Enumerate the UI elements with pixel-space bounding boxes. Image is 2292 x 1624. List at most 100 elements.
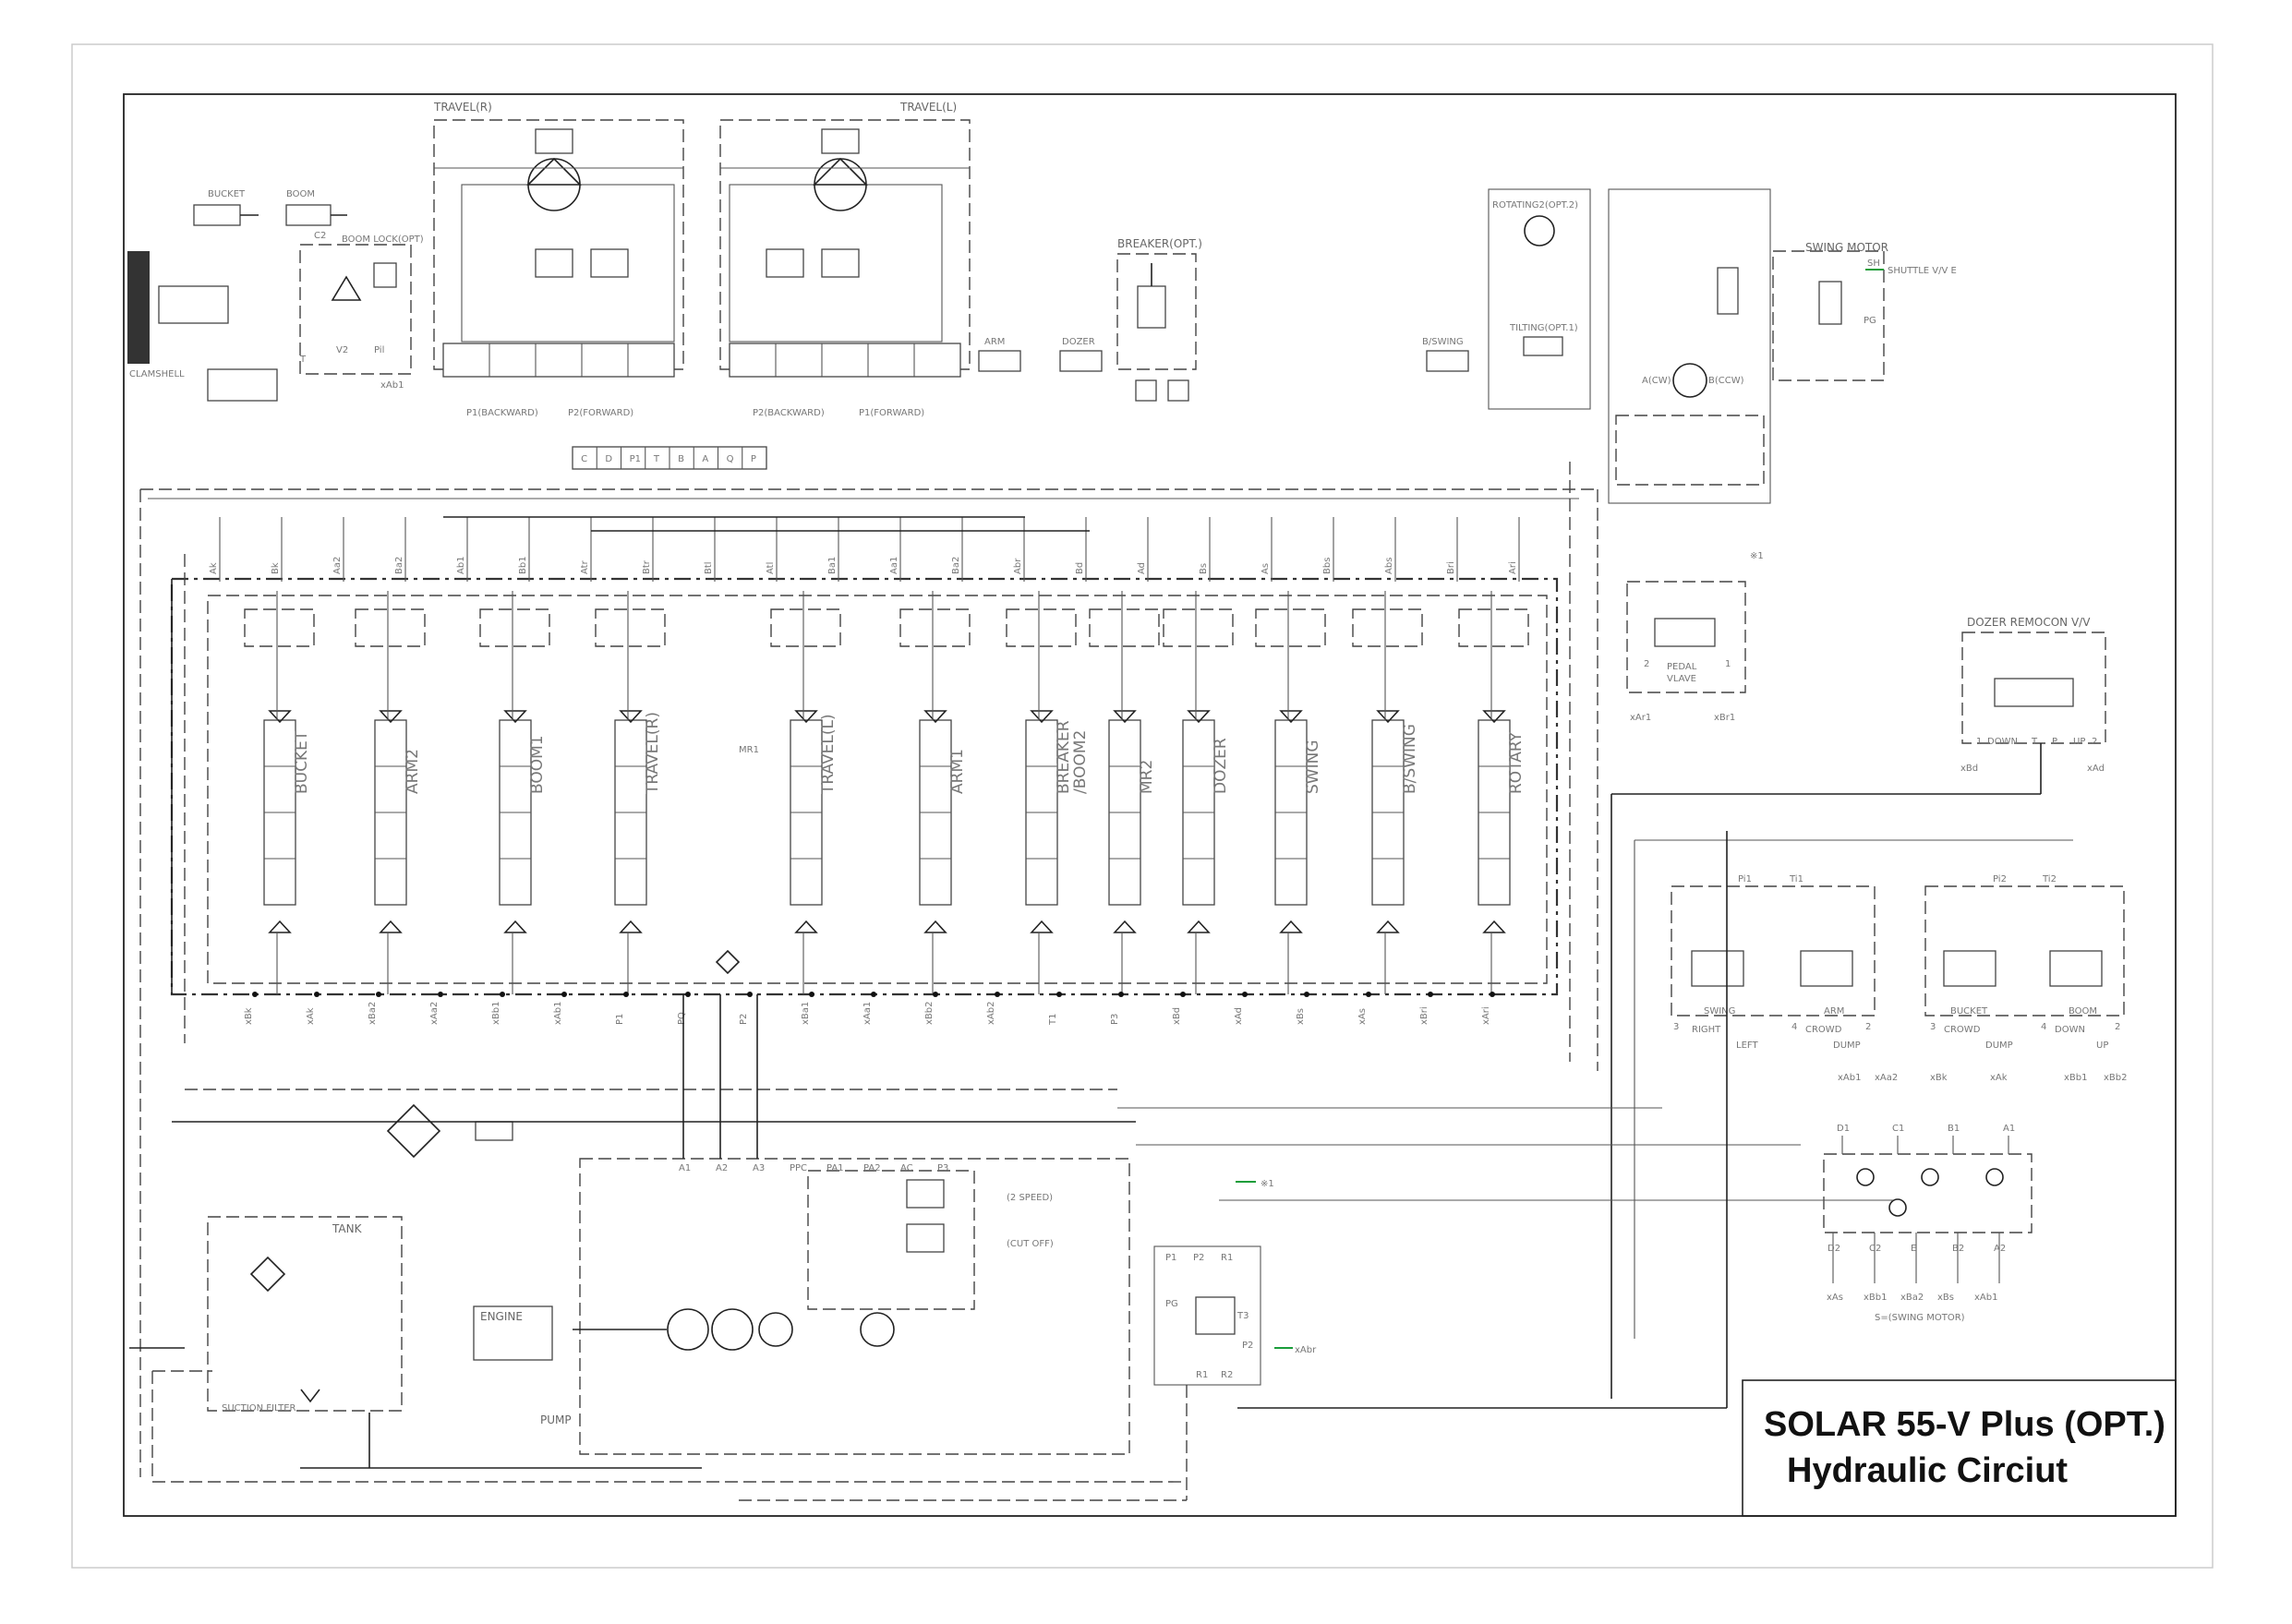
pilot-signal-xabr: xAbr bbox=[1295, 1345, 1317, 1355]
shuttle-signal-2: xBa2 bbox=[1900, 1293, 1924, 1303]
bswing-cyl-label: B/SWING bbox=[1422, 337, 1464, 347]
cv-section-label-6-1: /BOOM2 bbox=[1071, 730, 1090, 794]
cv-top-port-7: Btr bbox=[642, 559, 652, 574]
swivel-port-2: P1 bbox=[630, 454, 641, 464]
swing-motor-label: SWING MOTOR bbox=[1805, 241, 1888, 254]
arm-cyl-label: ARM bbox=[984, 337, 1005, 347]
pilot-port-1: P2 bbox=[1193, 1253, 1204, 1263]
cv-bottom-port-10: xAa1 bbox=[863, 1002, 873, 1025]
rcv-right-2: 2 bbox=[2115, 1022, 2120, 1032]
cv-top-port-2: Aa2 bbox=[332, 557, 343, 574]
cv-section-2: BOOM1 bbox=[479, 591, 550, 994]
cv-bottom-port-16: xAd bbox=[1234, 1007, 1244, 1025]
rcv-left-3: 3 bbox=[1673, 1022, 1679, 1032]
pedal-port-2: 2 bbox=[1644, 659, 1649, 669]
boom-lock-label: BOOM LOCK(OPT) bbox=[342, 235, 424, 245]
cv-bottom-port-1: xAk bbox=[306, 1007, 316, 1025]
tank-label: TANK bbox=[332, 1222, 363, 1235]
pilot-port-4: T3 bbox=[1236, 1311, 1249, 1321]
rcv-right-sig-3: xBb1 bbox=[2064, 1073, 2088, 1083]
swivel-port-5: A bbox=[702, 454, 708, 464]
dozer-remocon-port-2: 2 bbox=[2092, 737, 2097, 747]
cv-section-label-6: BREAKER bbox=[1055, 720, 1073, 794]
pump-port-7: P3 bbox=[937, 1163, 948, 1173]
rotating-label: ROTATING2(OPT.2) bbox=[1492, 200, 1578, 211]
pump-label: PUMP bbox=[540, 1413, 572, 1426]
dozer-remocon-port-down: DOWN bbox=[1987, 737, 2018, 747]
cv-section-label-9: SWING bbox=[1304, 740, 1322, 794]
cv-section-label-8: DOZER bbox=[1212, 738, 1230, 794]
cv-top-port-0: Ak bbox=[209, 562, 219, 574]
cv-section-6: BREAKER/BOOM2 bbox=[1006, 591, 1090, 994]
shuttle-top-port-2: B1 bbox=[1948, 1124, 1960, 1134]
cv-top-port-1: Bk bbox=[271, 562, 281, 574]
cv-bottom-port-2: xBa2 bbox=[368, 1002, 378, 1025]
pilot-port-2: R1 bbox=[1221, 1253, 1233, 1263]
cv-section-9: SWING bbox=[1255, 591, 1326, 994]
rcv-left-crowd: CROWD bbox=[1805, 1025, 1842, 1035]
bucket-cyl-label: BUCKET bbox=[208, 189, 246, 199]
cut-off-note: (CUT OFF) bbox=[1007, 1239, 1054, 1249]
cv-top-port-13: Abr bbox=[1013, 558, 1023, 574]
rcv-left-sig-2: xAa2 bbox=[1875, 1073, 1898, 1083]
swivel-port-4: B bbox=[678, 454, 684, 464]
tank-group: TANK SUCTION FILTER bbox=[207, 1103, 513, 1413]
cv-top-port-8: Btl bbox=[704, 561, 714, 574]
cv-top-port-10: Ba1 bbox=[827, 557, 838, 574]
swivel-port-0: C bbox=[581, 454, 587, 464]
rcv-right-up: UP bbox=[2096, 1041, 2108, 1051]
upper-piping bbox=[139, 462, 2073, 1477]
boom-cyl-label: BOOM bbox=[286, 189, 315, 199]
cv-bottom-port-7: PQ bbox=[677, 1012, 687, 1025]
cv-top-port-14: Bd bbox=[1075, 562, 1085, 574]
shuttle-bottom-port-0: D2 bbox=[1828, 1244, 1840, 1254]
cv-top-port-19: Abs bbox=[1384, 558, 1394, 574]
breaker-label: BREAKER(OPT.) bbox=[1117, 237, 1202, 250]
cv-bottom-port-12: xAb2 bbox=[986, 1002, 996, 1025]
title-block: SOLAR 55-V Plus (OPT.) Hydraulic Circiut bbox=[1742, 1379, 2177, 1517]
clamshell-label: CLAMSHELL bbox=[129, 369, 185, 379]
dozer-cyl-label: DOZER bbox=[1062, 337, 1095, 347]
shuttle-signal-4: xAb1 bbox=[1974, 1293, 1997, 1303]
dozer-remocon-valve: DOZER REMOCON V/V 1 DOWN T P UP 2 xBd xA… bbox=[1960, 616, 2106, 774]
cv-bottom-port-11: xBb2 bbox=[924, 1002, 935, 1026]
shuttle-bottom-port-1: C2 bbox=[1869, 1244, 1881, 1254]
shuttle-top-port-1: C1 bbox=[1892, 1124, 1904, 1134]
cv-section-label-2: BOOM1 bbox=[528, 735, 547, 794]
rcv-right-bucket: BUCKET bbox=[1950, 1006, 1988, 1017]
pilot-port-6: R2 bbox=[1221, 1370, 1233, 1380]
travel-r-port-2: P2(FORWARD) bbox=[568, 408, 633, 418]
cv-bottom-port-20: xAri bbox=[1481, 1006, 1491, 1025]
cv-section-0: BUCKET bbox=[244, 591, 315, 994]
pedal-signal-b: xBr1 bbox=[1714, 713, 1735, 723]
cv-section-label-3: TRAVEL(R) bbox=[644, 712, 662, 795]
cv-section-label-7: MR2 bbox=[1138, 760, 1156, 794]
pump-port-5: PA2 bbox=[863, 1163, 881, 1173]
cv-section-label-11: ROTARY bbox=[1507, 731, 1526, 794]
cv-bottom-port-9: xBa1 bbox=[801, 1002, 811, 1025]
shuttle-signal-1: xBb1 bbox=[1864, 1293, 1888, 1303]
boom-lock-port-c2: C2 bbox=[314, 231, 326, 241]
rcv-right-dump: DUMP bbox=[1985, 1041, 2013, 1051]
cv-top-port-11: Aa1 bbox=[889, 557, 899, 574]
cv-section-3: TRAVEL(R) bbox=[595, 591, 666, 994]
cv-top-port-17: As bbox=[1261, 563, 1271, 574]
tilting-label: TILTING(OPT.1) bbox=[1509, 323, 1578, 333]
shuttle-signal-0: xAs bbox=[1827, 1293, 1843, 1303]
pedal-valve-label-2: VLAVE bbox=[1667, 674, 1696, 684]
rcv-right: BUCKET BOOM Pi2 Ti2 3 CROWD DUMP 4 DOWN … bbox=[1924, 874, 2128, 1083]
pilot-port-5: R1 bbox=[1196, 1370, 1208, 1380]
shuttle-note: S=(SWING MOTOR) bbox=[1875, 1313, 1965, 1323]
cv-top-port-12: Ba2 bbox=[951, 557, 961, 574]
outer-page-border bbox=[71, 43, 2214, 1569]
pedal-port-1: 1 bbox=[1725, 659, 1731, 669]
rcv-left: SWING ARM Pi1 Ti1 3 RIGHT LEFT 4 CROWD 2… bbox=[1671, 874, 1898, 1083]
cv-section-label-10: B/SWING bbox=[1401, 724, 1419, 794]
rcv-left-ti1: Ti1 bbox=[1789, 874, 1803, 884]
dozer-remocon-signal-ad: xAd bbox=[2087, 764, 2105, 774]
pilot-port-7: P2 bbox=[1242, 1341, 1253, 1351]
cv-top-port-16: Bs bbox=[1199, 563, 1209, 574]
dozer-remocon-port-t: T bbox=[2031, 737, 2038, 747]
